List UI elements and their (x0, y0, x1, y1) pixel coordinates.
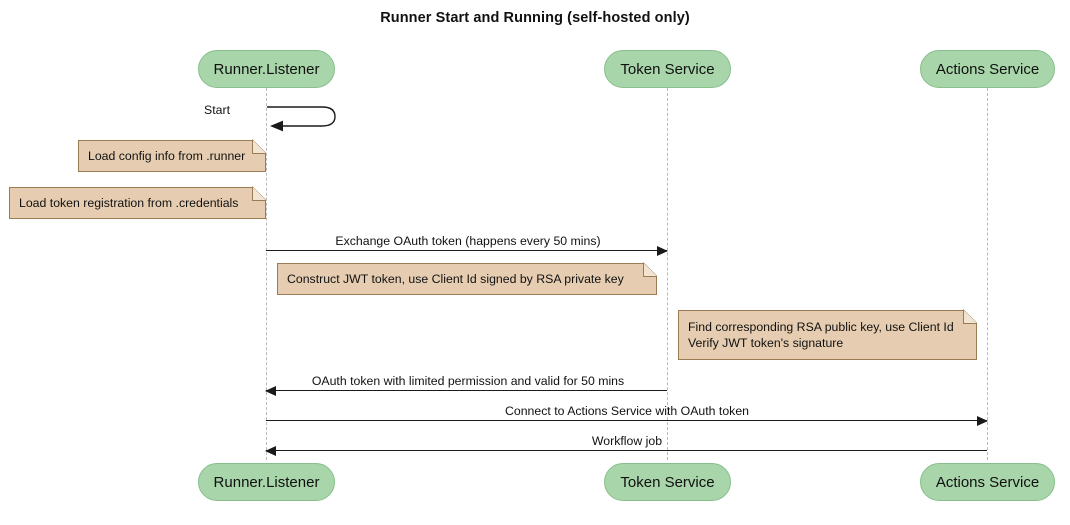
diagram-title: Runner Start and Running (self-hosted on… (380, 10, 690, 26)
note-load-config: Load config info from .runner (78, 139, 266, 172)
participant-runner-listener-bottom[interactable]: Runner.Listener (198, 463, 335, 501)
participant-actions-service-bottom[interactable]: Actions Service (920, 463, 1055, 501)
participant-runner-listener-top[interactable]: Runner.Listener (198, 50, 335, 88)
note-fold-corner-icon (252, 139, 266, 154)
note-text: Load token registration from .credential… (19, 196, 239, 210)
participant-token-service-bottom[interactable]: Token Service (604, 463, 731, 501)
note-fold-corner-icon (252, 186, 266, 201)
note-verify-jwt: Find corresponding RSA public key, use C… (678, 309, 977, 360)
arrowhead-right-icon (977, 416, 988, 426)
note-load-token-registration: Load token registration from .credential… (9, 186, 266, 219)
arrowhead-left-icon (265, 386, 276, 396)
self-message-start-arrow (266, 104, 346, 134)
lifeline-runner (266, 88, 267, 460)
participant-label: Token Service (620, 60, 715, 78)
message-arrow-workflow-job (265, 446, 987, 456)
message-arrow-exchange-oauth (266, 246, 668, 256)
note-fold-corner-icon (963, 309, 977, 324)
participant-label: Runner.Listener (213, 60, 320, 78)
note-text: Construct JWT token, use Client Id signe… (287, 272, 624, 286)
arrowhead-left-icon (265, 446, 276, 456)
note-construct-jwt: Construct JWT token, use Client Id signe… (277, 262, 657, 295)
lifeline-token (667, 88, 668, 460)
message-arrow-connect-actions (266, 416, 988, 426)
participant-label: Actions Service (935, 60, 1040, 78)
participant-token-service-top[interactable]: Token Service (604, 50, 731, 88)
participant-label: Token Service (620, 473, 715, 491)
message-arrow-oauth-token-return (265, 386, 667, 396)
self-message-label-start: Start (204, 103, 230, 117)
participant-label: Actions Service (935, 473, 1040, 491)
message-label-connect-actions: Connect to Actions Service with OAuth to… (504, 404, 750, 418)
message-label-workflow-job: Workflow job (591, 434, 663, 448)
note-text: Load config info from .runner (88, 149, 246, 163)
message-label-oauth-token-return: OAuth token with limited permission and … (311, 374, 625, 388)
note-text: Find corresponding RSA public key, use C… (688, 320, 954, 350)
message-label-exchange-oauth: Exchange OAuth token (happens every 50 m… (335, 234, 601, 248)
lifeline-actions (987, 88, 988, 460)
arrowhead-right-icon (657, 246, 668, 256)
participant-actions-service-top[interactable]: Actions Service (920, 50, 1055, 88)
note-fold-corner-icon (643, 262, 657, 277)
participant-label: Runner.Listener (213, 473, 320, 491)
